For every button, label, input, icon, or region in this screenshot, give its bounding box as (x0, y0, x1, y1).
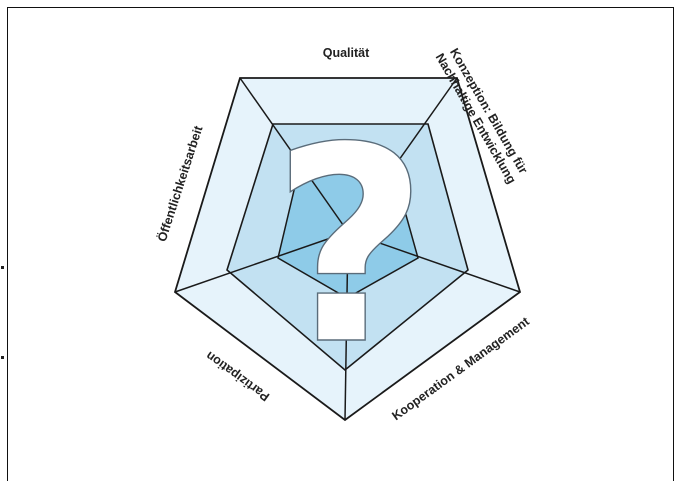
label-qualitaet: Qualität (323, 46, 370, 60)
edge-marker (1, 266, 4, 269)
image-frame (7, 7, 674, 481)
edge-marker (1, 356, 4, 359)
pentagon-spokes (174, 77, 521, 421)
question-mark-icon: ? (272, 89, 429, 404)
